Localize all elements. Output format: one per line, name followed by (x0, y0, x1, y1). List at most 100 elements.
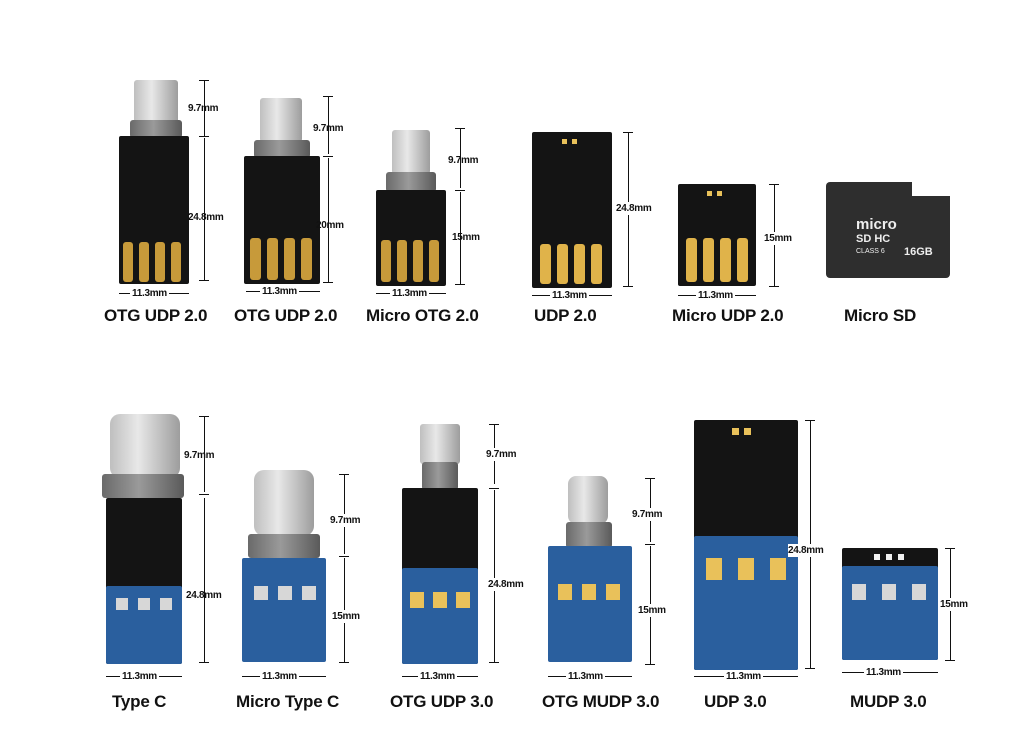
dimension-line (460, 192, 461, 284)
gold-pin (267, 238, 278, 280)
otg-udp-2-item-2: 9.7mm 20mm 11.3mm OTG UDP 2.0 (232, 70, 372, 330)
gold-pin (540, 244, 551, 284)
item-label: OTG UDP 3.0 (390, 692, 494, 711)
dim-label: 15mm (452, 232, 480, 243)
otg-udp-3-item: 9.7mm 24.8mm 11.3mm OTG UDP 3.0 (390, 408, 530, 718)
dimension-tick (323, 156, 333, 157)
contact-pad (606, 584, 620, 600)
dim-label: 9.7mm (188, 103, 219, 114)
item-label: MUDP 3.0 (850, 692, 927, 711)
gold-pin (557, 244, 568, 284)
card-notch (912, 182, 950, 196)
dim-label: 24.8mm (616, 202, 652, 215)
contact-pad (912, 584, 926, 600)
usb3-contact-area (694, 536, 798, 670)
dimension-tick (645, 664, 655, 665)
micro-sd-item: micro SD HC CLASS 6 16GB Micro SD (820, 70, 960, 330)
gold-pin (591, 244, 602, 284)
dim-label: 11.3mm (390, 288, 429, 299)
dimension-tick (455, 128, 465, 129)
contact-pad (160, 598, 172, 610)
dim-label: 11.3mm (566, 671, 605, 682)
gold-pin (171, 242, 181, 282)
test-pad (572, 139, 577, 144)
dimension-tick (945, 548, 955, 549)
item-label: Micro OTG 2.0 (366, 306, 479, 325)
dim-label: 9.7mm (184, 450, 215, 461)
micro-otg-2-item: 9.7mm 15mm 11.3mm Micro OTG 2.0 (366, 70, 506, 330)
dimension-tick (323, 96, 333, 97)
dimension-tick (455, 284, 465, 285)
dimension-tick (199, 494, 209, 495)
udp-2-item: 24.8mm 11.3mm UDP 2.0 (520, 70, 660, 330)
contact-pad (138, 598, 150, 610)
dimension-tick (199, 80, 209, 81)
dim-label: 11.3mm (260, 286, 299, 297)
usb3-contact-area (548, 546, 632, 662)
dimension-tick (323, 282, 333, 283)
dim-label: 11.3mm (550, 290, 589, 301)
usb3-contact-area (242, 558, 326, 662)
item-label: UDP 2.0 (534, 306, 597, 325)
dim-label: 24.8mm (186, 590, 222, 601)
item-label: OTG UDP 2.0 (234, 306, 338, 325)
connector-base (422, 462, 458, 490)
contact-pad (882, 584, 896, 600)
micro-usb-connector (420, 424, 460, 464)
dimension-tick (199, 136, 209, 137)
test-pad (886, 554, 892, 560)
contact-pad (116, 598, 128, 610)
dimension-tick (945, 660, 955, 661)
dimension-line (460, 128, 461, 188)
dimension-tick (645, 544, 655, 545)
dim-label: 15mm (940, 598, 968, 611)
dimension-line (494, 490, 495, 662)
dim-label: 11.3mm (418, 671, 457, 682)
item-label: Micro SD (844, 306, 917, 325)
type-c-connector (568, 476, 608, 524)
usb3-contact-area (842, 566, 938, 660)
sd-capacity: 16GB (904, 246, 933, 258)
dim-label: 11.3mm (120, 671, 159, 682)
dimension-tick (489, 662, 499, 663)
micro-type-c-item: 9.7mm 15mm 11.3mm Micro Type C (236, 408, 376, 718)
dimension-line (204, 416, 205, 492)
connector-base (566, 522, 612, 548)
test-pad (744, 428, 751, 435)
dim-label: 11.3mm (130, 288, 169, 299)
usb3-contact-area (402, 568, 478, 664)
contact-pad (302, 586, 316, 600)
gold-pin (686, 238, 697, 282)
dimension-tick (489, 424, 499, 425)
test-pad (562, 139, 567, 144)
dimension-line (328, 158, 329, 282)
gold-pin (381, 240, 391, 282)
otg-mudp-3-item: 9.7mm 15mm 11.3mm OTG MUDP 3.0 (540, 408, 680, 718)
gold-pin (413, 240, 423, 282)
contact-pad (558, 584, 572, 600)
test-pad (898, 554, 904, 560)
gold-pin (139, 242, 149, 282)
dim-label: 11.3mm (724, 671, 763, 682)
gold-pin (301, 238, 312, 280)
dimension-tick (339, 556, 349, 557)
item-label: Type C (112, 692, 167, 711)
dimension-tick (769, 286, 779, 287)
sd-brand-micro: micro (856, 216, 897, 233)
test-pad (732, 428, 739, 435)
test-pad (717, 191, 722, 196)
micro-udp-2-item: 15mm 11.3mm Micro UDP 2.0 (670, 70, 810, 330)
gold-pin (397, 240, 407, 282)
type-c-connector (254, 470, 314, 536)
dimension-tick (199, 662, 209, 663)
contact-pad (770, 558, 786, 580)
contact-pad (456, 592, 470, 608)
dim-label: 15mm (764, 232, 792, 245)
contact-pad (582, 584, 596, 600)
dimension-tick (199, 416, 209, 417)
item-label: Micro Type C (236, 692, 340, 711)
dim-label: 24.8mm (788, 544, 824, 557)
dim-label: 24.8mm (188, 212, 224, 223)
type-c-item: 9.7mm 24.8mm 11.3mm Type C (100, 408, 240, 718)
otg-udp-2-item-1: 9.7mm 24.8mm 11.3mm OTG UDP 2.0 (100, 70, 240, 330)
